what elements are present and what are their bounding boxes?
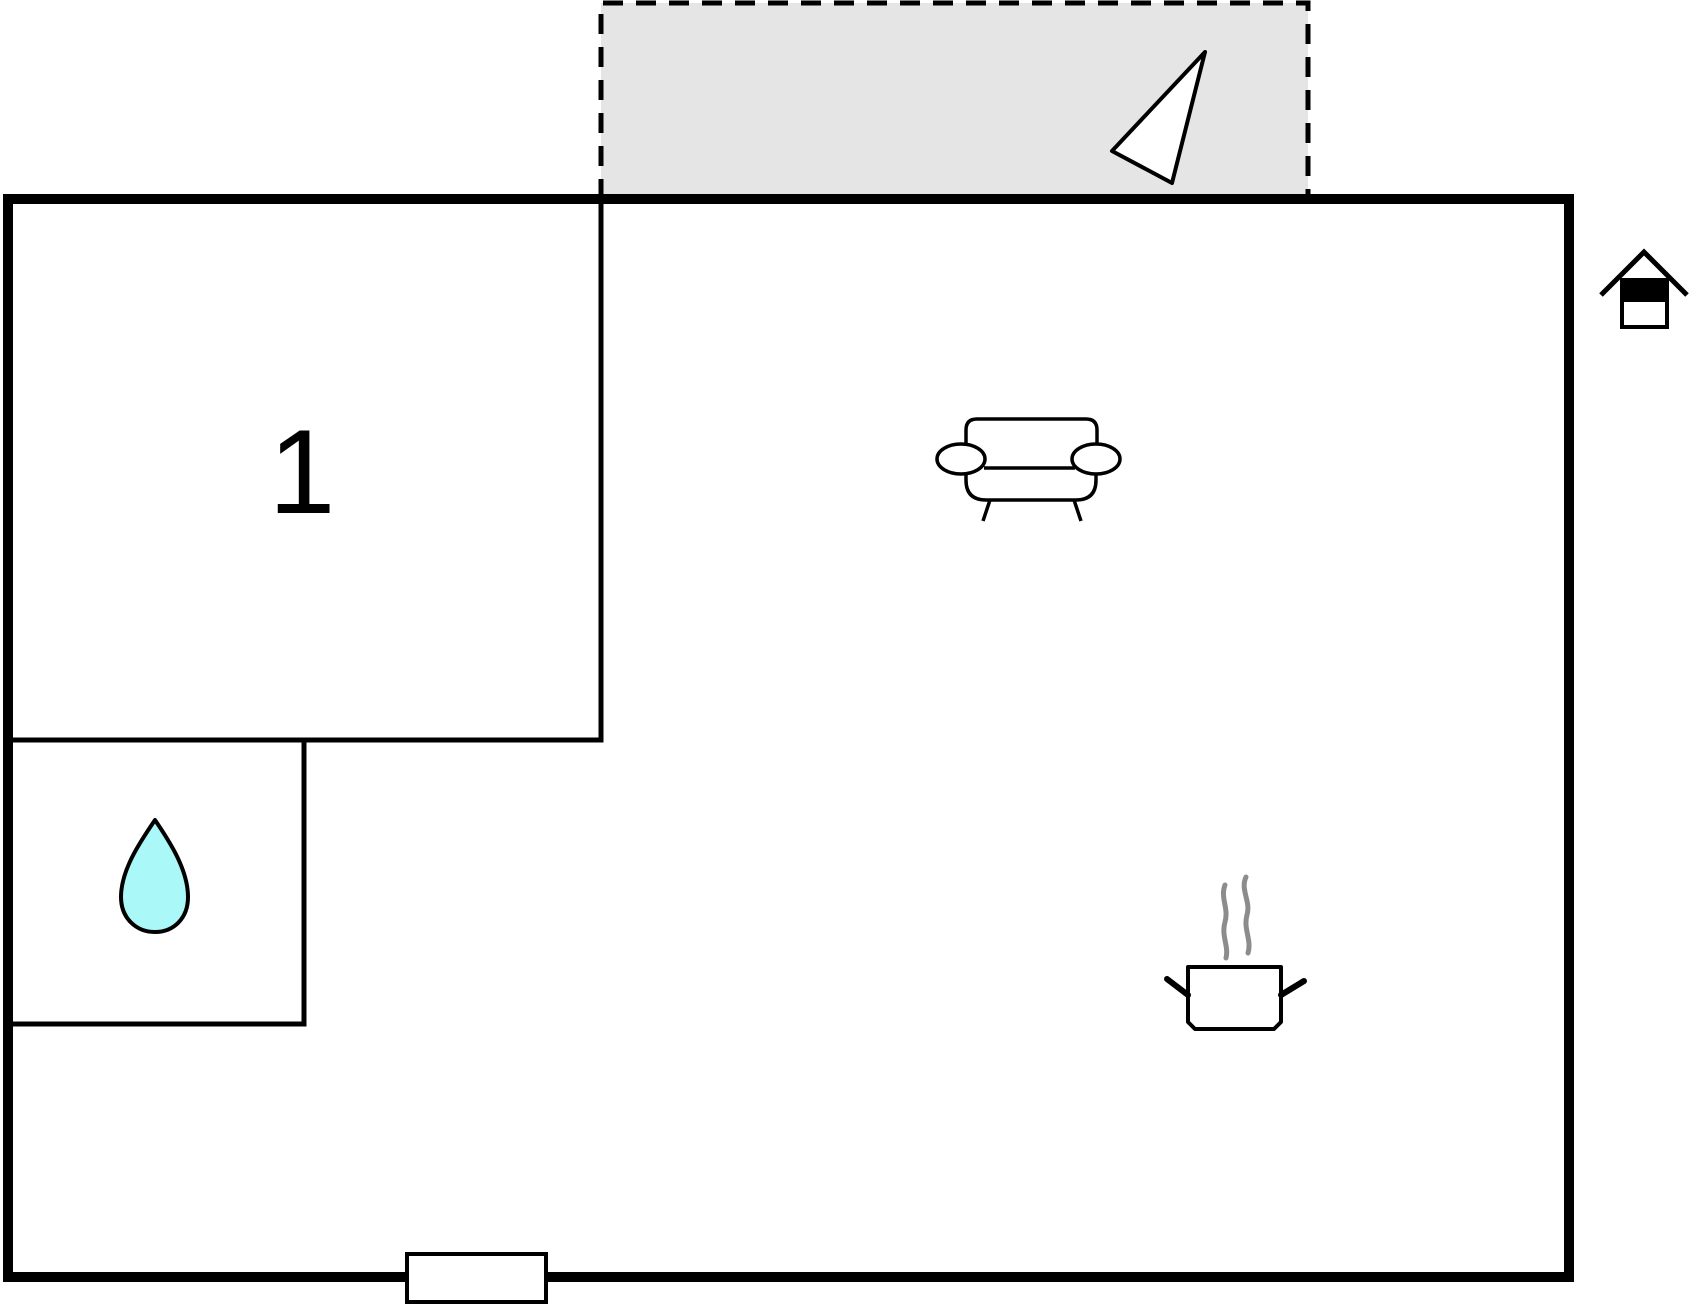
terrace-dashed-border — [598, 0, 1311, 199]
bedroom-1: 1 — [8, 199, 604, 743]
room-number-1: 1 — [269, 405, 336, 539]
pot-handle-left — [1164, 976, 1191, 998]
terrace-area — [601, 3, 1308, 199]
bathroom — [8, 740, 307, 1027]
bedroom-wall — [8, 199, 604, 743]
bottom-wall-window — [405, 1252, 548, 1304]
pot-handle-right — [1278, 978, 1307, 998]
water-drop-icon — [119, 818, 190, 934]
terrace — [598, 0, 1311, 199]
pot-body — [1186, 965, 1283, 1031]
house-entrance-icon — [1599, 248, 1689, 329]
bathroom-wall — [8, 740, 307, 1027]
sofa-icon — [935, 417, 1122, 522]
sunshade-icon — [1110, 50, 1207, 185]
steam — [1220, 882, 1230, 961]
cooking-pot-icon — [1164, 874, 1307, 1031]
